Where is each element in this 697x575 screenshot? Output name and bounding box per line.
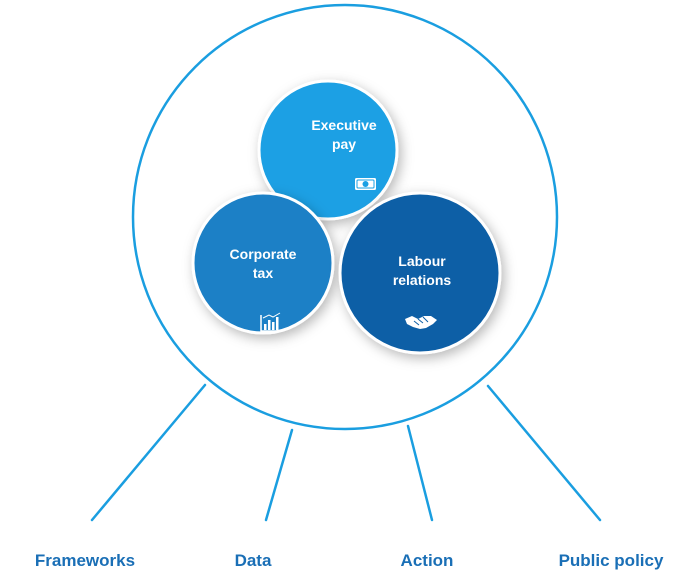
connector-lines: [90, 383, 602, 522]
bar-chart-icon: [260, 312, 282, 332]
corporate-tax-label-line1: Corporate: [230, 246, 297, 262]
connector-frameworks: [90, 383, 207, 522]
labour-relations-label-line1: Labour: [398, 253, 446, 269]
connector-data: [264, 428, 294, 522]
label-public-policy: Public policy: [559, 551, 664, 570]
label-frameworks: Frameworks: [35, 551, 135, 570]
corporate-tax-label-line2: tax: [253, 265, 273, 281]
executive-pay-label-line1: Executive: [311, 117, 377, 133]
executive-pay-circle: Executive pay: [257, 79, 399, 221]
connector-action: [406, 424, 434, 522]
money-bill-icon: [355, 178, 376, 190]
label-data: Data: [235, 551, 272, 570]
labour-relations-circle: Labour relations: [338, 191, 502, 355]
labour-relations-label-line2: relations: [393, 272, 452, 288]
corporate-tax-disc: [191, 191, 335, 335]
handshake-icon: [405, 316, 437, 329]
connector-public-policy: [486, 384, 602, 522]
executive-pay-label-line2: pay: [332, 136, 356, 152]
outer-circle: [131, 3, 559, 431]
labour-relations-disc: [338, 191, 502, 355]
corporate-tax-circle: Corporate tax: [191, 191, 335, 335]
label-action: Action: [401, 551, 454, 570]
